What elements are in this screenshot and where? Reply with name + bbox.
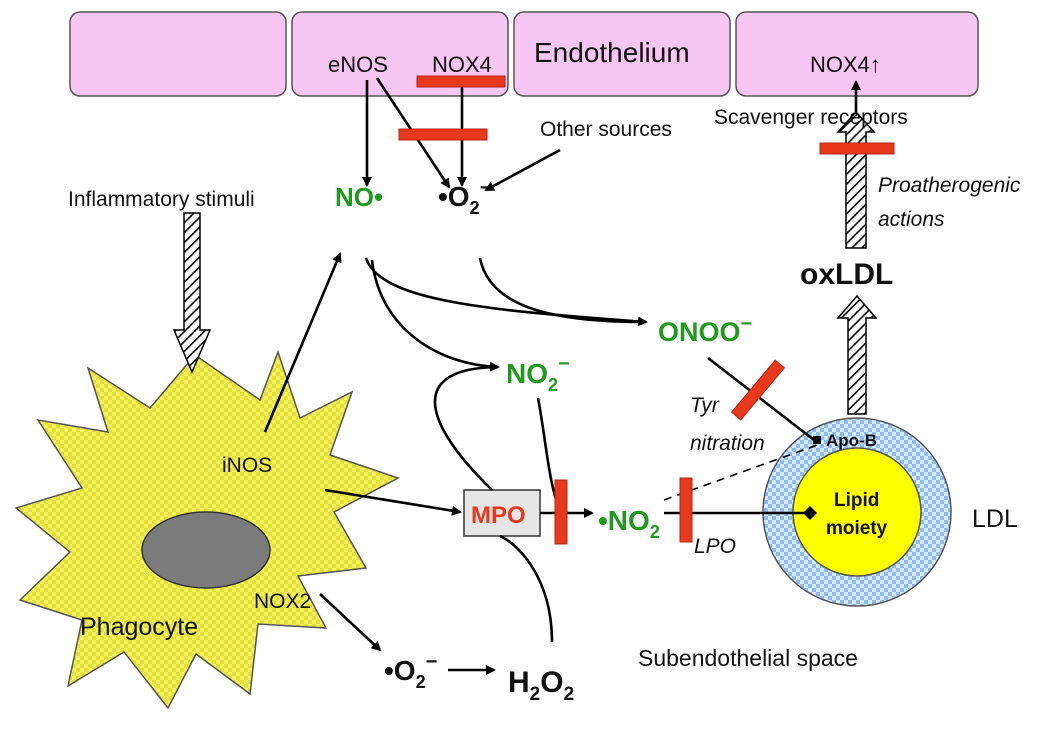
arrow-no-to-peroxynitrite (364, 257, 648, 327)
inos-label: iNOS (222, 454, 272, 477)
nitrite: NO2− (506, 353, 570, 395)
nitration-label: nitration (690, 432, 765, 455)
phagocyte-label: Phagocyte (80, 613, 198, 641)
hatched-arrow-icon (172, 212, 212, 374)
inhibitor-bar-icon (679, 477, 693, 543)
other-sources-label: Other sources (540, 118, 672, 141)
hydrogen-peroxide: H2O2 (508, 666, 574, 705)
inflammatory-stimuli-arrow (172, 212, 212, 374)
arrow-h2o2-to-mpo (499, 534, 554, 643)
peroxynitrite-main: ONOO (658, 317, 741, 347)
h2o2-sub1: 2 (530, 684, 541, 705)
apo-b-target (813, 436, 821, 444)
nox4-up-label: NOX4↑ (810, 52, 881, 77)
nitrite-main: NO (506, 358, 548, 389)
oxldl-label: oxLDL (800, 258, 893, 291)
inflammatory-stimuli-label: Inflammatory stimuli (68, 188, 255, 211)
endothelial-cell-1 (69, 11, 287, 97)
nox2-label: NOX2 (254, 590, 311, 613)
nox4-label: NOX4 (432, 52, 492, 77)
no-radical: NO• (335, 182, 383, 212)
superoxide-main: •O (438, 181, 470, 212)
arrow-superoxide-to-peroxynitrite (478, 257, 647, 324)
enos-label: eNOS (328, 52, 388, 77)
endothelium-layer (69, 11, 979, 97)
phagocyte-nucleus (141, 511, 271, 589)
h2o2-o: O (540, 666, 563, 699)
nitrite-sup: − (558, 353, 570, 375)
phago-superoxide-sup: − (426, 651, 438, 673)
tyr-label: Tyr (690, 394, 720, 417)
arrow-no-to-nitrite (370, 259, 500, 372)
phago-superoxide-main: •O (384, 655, 416, 686)
mpo-label: MPO (471, 502, 526, 529)
inhibitor-bar-icon (730, 359, 786, 421)
ldl-label: LDL (972, 505, 1018, 533)
inhibitor-bar-icon (554, 479, 568, 545)
endothelial-cell-2 (291, 11, 509, 97)
phago-superoxide-sub: 2 (416, 672, 426, 692)
h2o2-sub2: 2 (564, 684, 575, 705)
hatched-arrow-icon (836, 110, 876, 249)
peroxynitrite: ONOO− (658, 313, 752, 347)
hatched-arrow-icon (836, 294, 878, 415)
inhibitor-bars (398, 75, 895, 545)
arrow-inos-to-no (263, 252, 342, 433)
superoxide-phagocyte: •O2− (384, 651, 437, 692)
pathway-arrows (263, 77, 821, 675)
subendothelial-space-label: Subendothelial space (638, 645, 858, 671)
apo-b-label: Apo-B (826, 431, 877, 450)
scavenger-receptors-label: Scavenger receptors (714, 106, 908, 129)
nitrogen-dioxide: •NO2 (598, 505, 660, 542)
lipid-label-line2: moiety (826, 518, 888, 539)
endothelial-cell-3 (513, 11, 731, 97)
lipid-target-diamond (803, 506, 817, 520)
nitrogen-dioxide-sub: 2 (650, 522, 660, 542)
nitrite-sub: 2 (548, 375, 558, 395)
oxldl-upward-arrow-lower (836, 294, 878, 415)
inhibitor-bar-icon (416, 75, 506, 88)
oxldl-upward-arrow-upper (836, 110, 876, 249)
h2o2-h: H (508, 666, 530, 699)
endothelium-label: Endothelium (534, 37, 690, 68)
proatherogenic-label-line2: actions (878, 208, 945, 231)
arrow-other-sources (484, 148, 561, 192)
arrow-mpo-to-nitrite (433, 365, 499, 491)
superoxide-sub: 2 (470, 198, 480, 218)
arrow-inos-to-mpo (324, 488, 462, 516)
inhibitor-bar-icon (398, 128, 488, 141)
arrow-nox2-to-superoxide (319, 593, 382, 652)
nitrogen-dioxide-main: •NO (598, 505, 650, 536)
arrow-peroxynitrite-to-apob (707, 356, 815, 442)
lpo-label: LPO (694, 535, 736, 558)
lipid-label-line1: Lipid (834, 490, 879, 511)
peroxynitrite-sup: − (741, 313, 753, 335)
proatherogenic-label-line1: Proatherogenic (878, 174, 1021, 197)
inhibitor-bar-icon (819, 142, 895, 155)
